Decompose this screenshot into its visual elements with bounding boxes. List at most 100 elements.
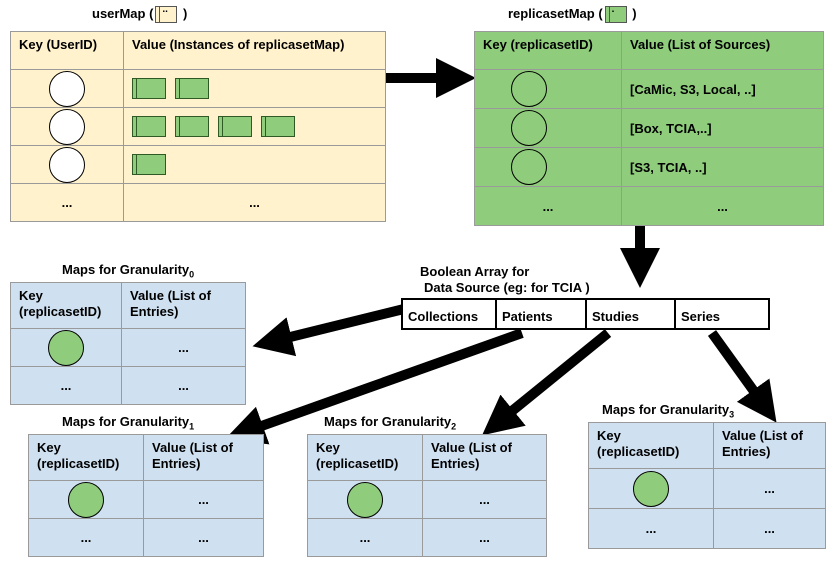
replicaset-id-circle	[633, 470, 669, 507]
arrow-collections-to-granularity-0	[252, 303, 410, 357]
replicaset-map-value-cell: [CaMic, S3, Local, ..]	[621, 69, 824, 109]
arrow-series-to-granularity-3	[707, 330, 777, 423]
user-map-title-text: userMap (	[92, 6, 154, 21]
granularity-1-title-text: Maps for Granularity	[62, 414, 190, 429]
replicaset-map-ellipsis-key: ...	[474, 186, 622, 226]
granularity-3-subscript: 3	[729, 409, 735, 420]
replicaset-map-title-close: )	[632, 6, 637, 21]
user-map-title: userMap (.. )	[92, 4, 188, 24]
user-map-key-cell	[10, 107, 124, 146]
replicaset-id-circle	[48, 329, 84, 366]
user-map-header-key: Key (UserID)	[10, 31, 124, 70]
replicaset-map-value-cell: [Box, TCIA,..]	[621, 108, 824, 148]
granularity-1-value-cell: ...	[143, 480, 264, 519]
replicaset-map-table: Key (replicasetID) Value (List of Source…	[474, 31, 824, 226]
granularity-3-value-cell: ...	[713, 468, 826, 509]
replicaset-map-title-text: replicasetMap (	[508, 6, 603, 21]
granularity-1-header-key: Key (replicasetID)	[28, 434, 144, 481]
replicaset-id-circle	[511, 149, 547, 185]
granularity-3-header-value: Value (List of Entries)	[713, 422, 826, 469]
user-map-key-cell	[10, 145, 124, 184]
replicaset-instance	[218, 116, 252, 137]
arrow-studies-to-granularity-2	[482, 329, 612, 436]
boolean-cell-studies: Studies	[587, 300, 676, 328]
boolean-array-title: Boolean Array for Data Source (eg: for T…	[420, 264, 590, 296]
replicaset-map-value-cell: [S3, TCIA, ..]	[621, 147, 824, 187]
granularity-3-ellipsis-value: ...	[713, 508, 826, 549]
boolean-cell-series: Series	[681, 309, 721, 324]
boolean-cell-collections: Collections	[403, 300, 497, 328]
replicaset-map-key-cell	[474, 108, 622, 148]
user-map-ellipsis-key: ...	[10, 183, 124, 222]
granularity-0-header-value: Value (List of Entries)	[121, 282, 246, 329]
granularity-2-header-key: Key (replicasetID)	[307, 434, 423, 481]
user-id-circle	[49, 70, 85, 107]
user-map-key-cell	[10, 69, 124, 108]
user-id-circle	[49, 108, 85, 145]
granularity-3-ellipsis-key: ...	[588, 508, 714, 549]
replicaset-instance	[175, 78, 209, 99]
user-map-ellipsis-value: ...	[123, 183, 386, 222]
granularity-3-key-cell	[588, 468, 714, 509]
granularity-1-table: Key (replicasetID) Value (List of Entrie…	[28, 434, 264, 557]
boolean-array: Collections Patients Studies Series	[401, 298, 770, 330]
user-map-title-close: )	[183, 6, 188, 21]
replicaset-id-circle	[347, 481, 383, 518]
granularity-0-ellipsis-key: ...	[10, 366, 122, 405]
granularity-3-header-key: Key (replicasetID)	[588, 422, 714, 469]
user-map-icon-label: ..	[162, 4, 168, 16]
granularity-0-header-key: Key (replicasetID)	[10, 282, 122, 329]
boolean-array-title-line1: Boolean Array for	[420, 264, 530, 279]
replicaset-id-circle	[68, 481, 104, 518]
replicaset-instance	[132, 78, 166, 99]
replicaset-map-ellipsis-value: ...	[621, 186, 824, 226]
replicaset-instance	[132, 154, 166, 175]
granularity-2-ellipsis-value: ...	[422, 518, 547, 557]
granularity-2-value-cell: ...	[422, 480, 547, 519]
granularity-3-title-text: Maps for Granularity	[602, 402, 730, 417]
granularity-3-table: Key (replicasetID) Value (List of Entrie…	[588, 422, 826, 549]
granularity-0-value-cell: ...	[121, 328, 246, 367]
granularity-2-key-cell	[307, 480, 423, 519]
granularity-1-subscript: 1	[189, 421, 195, 432]
replicaset-instance	[175, 116, 209, 137]
granularity-3-title: Maps for Granularity3	[602, 402, 734, 420]
granularity-1-title: Maps for Granularity1	[62, 414, 194, 432]
granularity-1-header-value: Value (List of Entries)	[143, 434, 264, 481]
granularity-2-title-text: Maps for Granularity	[324, 414, 452, 429]
granularity-0-title: Maps for Granularity0	[62, 262, 194, 280]
granularity-1-key-cell	[28, 480, 144, 519]
user-map-value-cell	[123, 145, 386, 184]
granularity-0-ellipsis-value: ...	[121, 366, 246, 405]
granularity-2-header-value: Value (List of Entries)	[422, 434, 547, 481]
granularity-2-table: Key (replicasetID) Value (List of Entrie…	[307, 434, 547, 557]
arrow-patients-to-granularity-1	[225, 328, 524, 445]
granularity-2-title: Maps for Granularity2	[324, 414, 456, 432]
replicaset-map-title: replicasetMap (. )	[508, 4, 637, 24]
user-id-circle	[49, 146, 85, 183]
granularity-2-subscript: 2	[451, 421, 457, 432]
granularity-0-key-cell	[10, 328, 122, 367]
granularity-0-table: Key (replicasetID) Value (List of Entrie…	[10, 282, 246, 405]
replicaset-id-circle	[511, 110, 547, 146]
replicaset-map-key-cell	[474, 69, 622, 109]
source-list-icon: .	[604, 4, 627, 24]
replicaset-map-icon-label: .	[611, 4, 615, 16]
granularity-2-ellipsis-key: ...	[307, 518, 423, 557]
replicaset-id-circle	[511, 71, 547, 107]
boolean-array-title-line2: Data Source (eg: for TCIA )	[424, 280, 590, 295]
replicaset-instance	[261, 116, 295, 137]
boolean-cell-patients: Patients	[497, 300, 587, 328]
user-map-header-value: Value (Instances of replicasetMap)	[123, 31, 386, 70]
replicaset-map-header-value: Value (List of Sources)	[621, 31, 824, 70]
user-map-table: Key (UserID) Value (Instances of replica…	[10, 31, 386, 222]
replicaset-map-key-cell	[474, 147, 622, 187]
user-map-value-cell	[123, 107, 386, 146]
replicaset-instance-icon: ..	[155, 4, 178, 24]
user-map-value-cell	[123, 69, 386, 108]
granularity-1-ellipsis-key: ...	[28, 518, 144, 557]
replicaset-map-header-key: Key (replicasetID)	[474, 31, 622, 70]
granularity-0-title-text: Maps for Granularity	[62, 262, 190, 277]
replicaset-instance	[132, 116, 166, 137]
